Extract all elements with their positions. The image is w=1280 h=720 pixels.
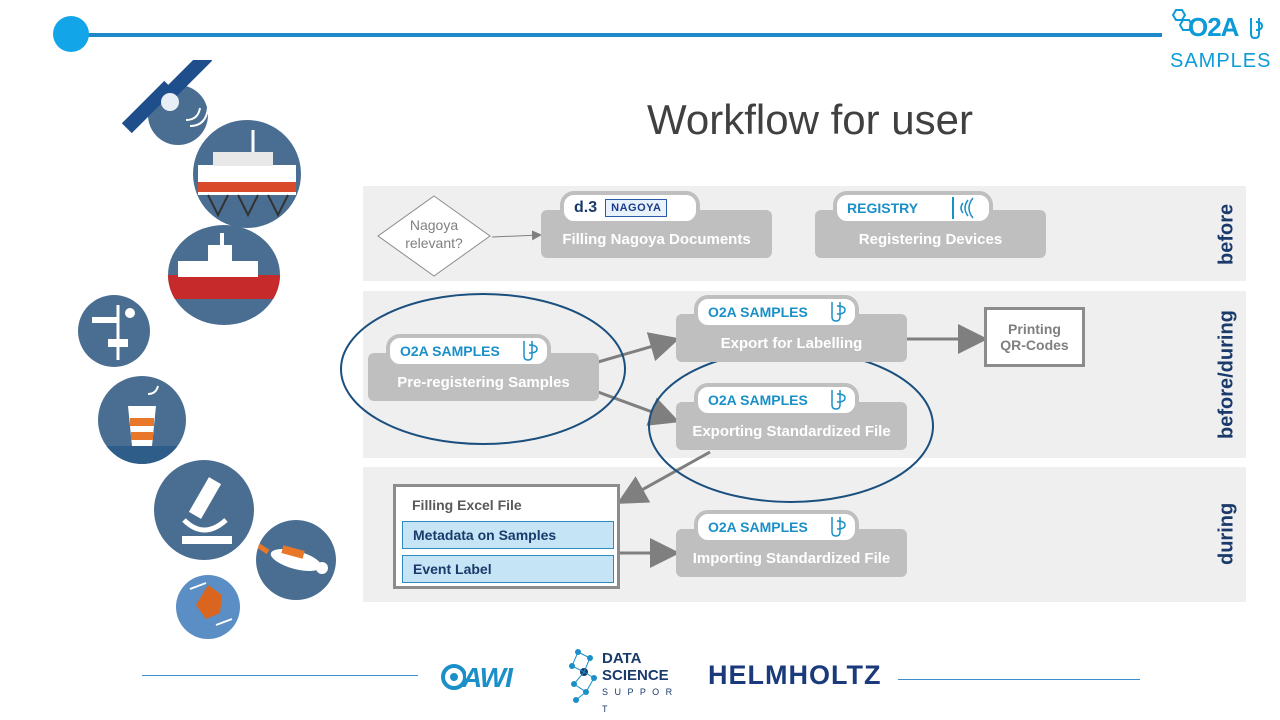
page-title: Workflow for user xyxy=(647,96,973,143)
wireless-signal-icon xyxy=(952,197,974,219)
import-std-pill-label: O2A SAMPLES xyxy=(708,519,808,535)
icebreaker-icon xyxy=(168,225,280,325)
test-tube-icon xyxy=(831,302,846,322)
arrow-decision-to-nagoya xyxy=(491,230,542,241)
export-label-pill: O2A SAMPLES xyxy=(694,295,859,329)
excel-file-title: Filling Excel File xyxy=(412,497,522,513)
registry-pill: REGISTRY xyxy=(833,191,993,225)
excel-file-box[interactable]: Filling Excel File Metadata on Samples E… xyxy=(393,484,620,589)
awi-logo-text: AWI xyxy=(462,662,513,693)
export-label-pill-label: O2A SAMPLES xyxy=(708,304,808,320)
hexagon-logo-icon xyxy=(1171,9,1192,31)
awi-globe-icon xyxy=(441,664,466,690)
microscope-icon xyxy=(154,460,254,560)
nagoya-pill-prefix: d.3 xyxy=(574,199,598,216)
nagoya-documents-label: Filling Nagoya Documents xyxy=(562,231,751,248)
helmholtz-logo: HELMHOLTZ xyxy=(708,660,882,690)
import-std-pill: O2A SAMPLES xyxy=(694,510,859,544)
nagoya-pill: d.3 NAGOYA xyxy=(560,191,700,225)
data-science-support-logo: DATA SCIENCE S U P P O R T xyxy=(564,644,684,714)
footer-line-right xyxy=(898,679,1140,680)
printing-line-2: QR-Codes xyxy=(1000,337,1069,353)
decision-line-2: relevant? xyxy=(405,235,463,251)
band-before xyxy=(363,186,1246,281)
footer-line-left xyxy=(142,675,418,676)
printing-qr-box[interactable]: Printing QR-Codes xyxy=(984,307,1085,367)
pre-register-pill-label: O2A SAMPLES xyxy=(400,343,500,359)
export-labelling-label: Export for Labelling xyxy=(720,335,863,352)
diver-icon xyxy=(256,520,336,600)
header-line xyxy=(70,33,1162,37)
export-std-pill: O2A SAMPLES xyxy=(694,383,859,417)
arrow-export-to-excel xyxy=(616,450,711,504)
pre-register-pill: O2A SAMPLES xyxy=(386,334,551,368)
test-tube-icon xyxy=(831,517,846,537)
test-tube-icon xyxy=(523,341,538,361)
decision-label: Nagoya relevant? xyxy=(376,216,492,252)
weather-station-icon xyxy=(78,295,150,367)
test-tube-icon xyxy=(1250,18,1264,40)
nagoya-decision-diamond xyxy=(377,195,491,277)
registering-devices-label: Registering Devices xyxy=(858,231,1003,248)
highlight-ellipse-pre-register xyxy=(340,293,626,445)
import-standardized-label: Importing Standardized File xyxy=(692,550,891,567)
printing-line-1: Printing xyxy=(1008,321,1061,337)
nagoya-badge: NAGOYA xyxy=(605,199,668,217)
awi-logo: AWI xyxy=(440,658,535,698)
registry-pill-label: REGISTRY xyxy=(847,200,919,216)
arrow-pre-to-export-label xyxy=(597,332,680,364)
logo-text-top: O2A xyxy=(1188,12,1239,42)
o2a-samples-logo: O2A SAMPLES xyxy=(1168,6,1272,72)
dss-line-2: SCIENCE xyxy=(602,667,669,684)
excel-item-event-label: Event Label xyxy=(402,555,614,583)
arrow-pre-to-export-std xyxy=(597,390,680,426)
logo-text-bottom: SAMPLES xyxy=(1170,50,1272,72)
header-dot xyxy=(53,16,89,52)
decision-line-1: Nagoya xyxy=(409,217,459,233)
research-ship-icon xyxy=(193,120,301,228)
network-dots-icon xyxy=(569,649,597,703)
globe-icon xyxy=(176,575,240,639)
dss-line-3: S U P P O R T xyxy=(602,687,675,714)
illustration-column xyxy=(78,60,348,650)
excel-item-metadata: Metadata on Samples xyxy=(402,521,614,549)
test-tube-icon xyxy=(831,390,846,410)
export-std-pill-label: O2A SAMPLES xyxy=(708,392,808,408)
satellite-icon xyxy=(121,60,213,145)
pre-registering-label: Pre-registering Samples xyxy=(397,374,570,391)
dss-line-1: DATA xyxy=(602,650,642,667)
export-standardized-label: Exporting Standardized File xyxy=(692,423,891,440)
